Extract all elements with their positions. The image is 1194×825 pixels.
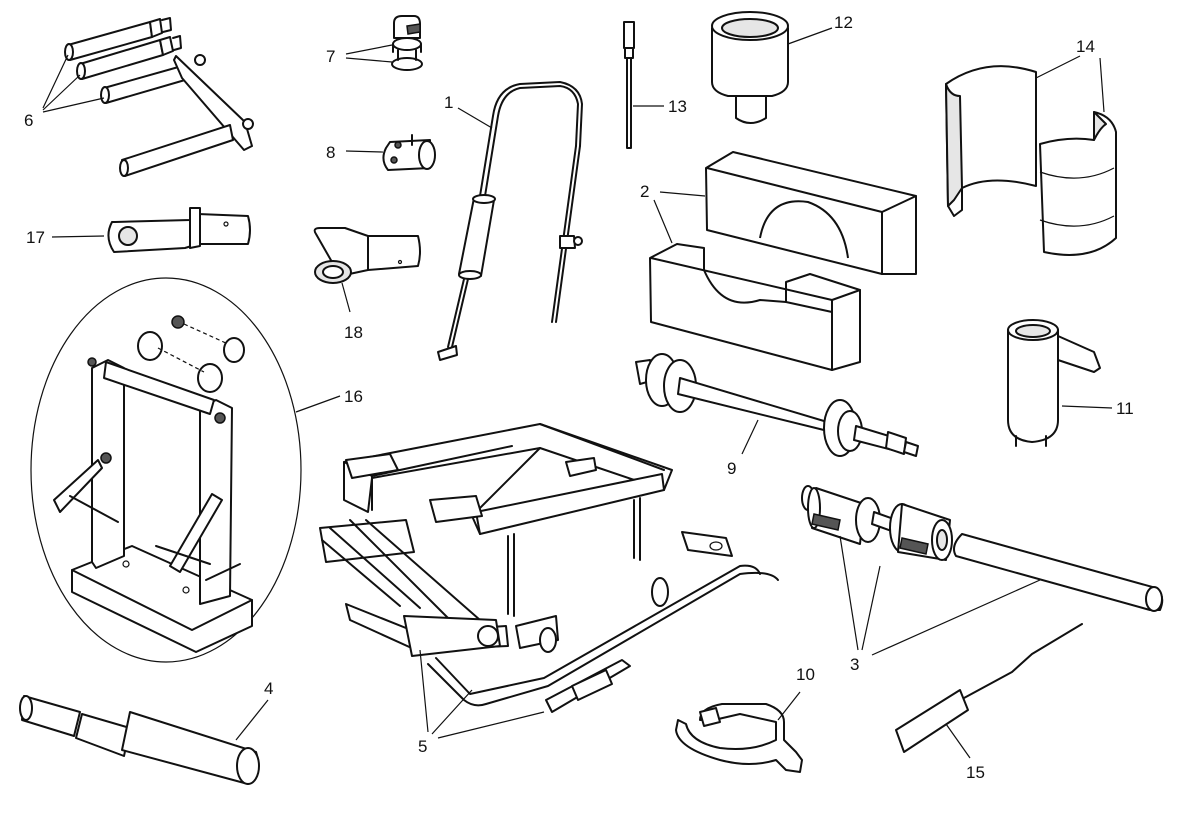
callout-label-7: 7 [326, 47, 335, 66]
part-17-ring-adapter [107, 207, 251, 253]
part-6-pin-set [64, 17, 254, 177]
callout-label-14: 14 [1076, 37, 1095, 56]
callout-1: 1 [444, 93, 493, 129]
callout-label-16: 16 [344, 387, 363, 406]
part-2-v-blocks [649, 151, 917, 371]
part-18-elbow-wrench [313, 227, 421, 284]
callout-label-18: 18 [344, 323, 363, 342]
part-4-drift-handle [19, 695, 260, 785]
callout-2: 2 [640, 182, 706, 244]
part-10-ring-spanner [675, 703, 803, 773]
callout-7: 7 [326, 44, 393, 66]
callout-11: 11 [1061, 399, 1134, 418]
callout-15: 15 [945, 723, 985, 782]
callout-9: 9 [727, 419, 759, 478]
callout-label-4: 4 [264, 679, 273, 698]
callout-label-6: 6 [24, 111, 33, 130]
callout-label-2: 2 [640, 182, 649, 201]
callout-17: 17 [26, 228, 105, 247]
callout-16: 16 [295, 387, 363, 413]
part-8-sleeve [382, 134, 436, 171]
callout-label-15: 15 [966, 763, 985, 782]
part-3-drift-set [801, 485, 1164, 612]
callout-label-13: 13 [668, 97, 687, 116]
callout-13: 13 [633, 97, 687, 116]
callout-10: 10 [777, 665, 815, 721]
callout-label-11: 11 [1116, 399, 1134, 418]
callout-label-17: 17 [26, 228, 45, 247]
callout-label-10: 10 [796, 665, 815, 684]
part-1-gauge-tool [437, 81, 583, 361]
part-9-puller [635, 353, 919, 457]
callout-4: 4 [235, 679, 273, 741]
part-12-socket [711, 11, 789, 124]
callout-3: 3 [839, 535, 1041, 674]
part-14-half-shells [945, 65, 1117, 256]
part-15-probe [895, 623, 1083, 753]
callout-label-8: 8 [326, 143, 335, 162]
callout-label-3: 3 [850, 655, 859, 674]
callout-12: 12 [787, 13, 853, 45]
callout-8: 8 [326, 143, 384, 162]
callout-6: 6 [24, 54, 105, 130]
part-11-spanner-cup [1007, 319, 1101, 447]
callout-label-5: 5 [418, 737, 427, 756]
callout-5: 5 [418, 649, 545, 756]
part-16-truing-stand [30, 277, 302, 663]
callout-label-12: 12 [834, 13, 853, 32]
part-5-motorcycle-lift [319, 423, 779, 713]
callout-label-9: 9 [727, 459, 736, 478]
callout-14: 14 [1035, 37, 1105, 113]
callout-label-1: 1 [444, 93, 453, 112]
part-7-coupling [391, 15, 423, 71]
part-13-rod [623, 21, 635, 149]
callout-18: 18 [341, 282, 363, 342]
